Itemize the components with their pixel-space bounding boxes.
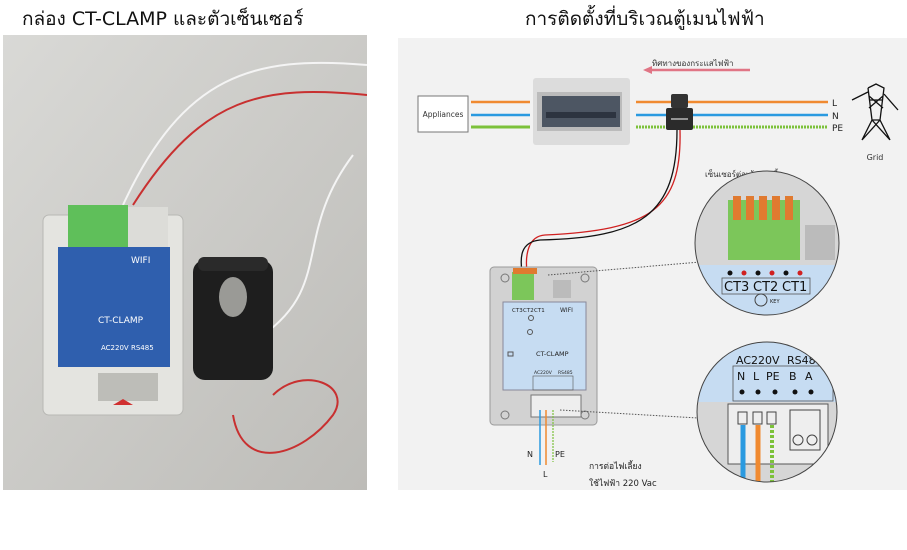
- device-ac-label: AC220V: [534, 370, 553, 376]
- ct-clamp-device: WIFI CT-CLAMP AC220V RS485: [42, 205, 184, 416]
- device-ct3: CT3: [512, 308, 523, 314]
- zoom-leader-top: [547, 261, 701, 276]
- wire-label-pe: PE: [555, 450, 565, 459]
- terminal-pe: PE: [766, 370, 780, 383]
- diagram-title: การติดตั้งที่บริเวณตู้เมนไฟฟ้า: [525, 8, 765, 30]
- zoom-ct3: CT3: [724, 280, 749, 295]
- line-label-n: N: [832, 112, 839, 122]
- ct-clamp-device-drawing: CT3 CT2 CT1 WIFI CT-CLAMP AC220V RS485: [489, 266, 598, 426]
- power-note-2: ใช้ไฟฟ้า 220 Vac: [589, 478, 657, 489]
- sensor-note: เซ็นเซอร์ต่อเข้าช่องนี้: [705, 168, 779, 179]
- photo-wifi-label: WIFI: [131, 256, 150, 266]
- ct-port-zoom-outline: [694, 170, 840, 316]
- photo-rs-label: RS485: [131, 344, 154, 352]
- zoom-ac-label: AC220V: [736, 354, 780, 367]
- photo-title: กล่อง CT-CLAMP และตัวเซ็นเซอร์: [22, 8, 304, 30]
- device-ct1: CT1: [534, 308, 545, 314]
- breaker-panel: [533, 78, 630, 145]
- line-label-l: L: [832, 99, 837, 109]
- terminal-b: B: [789, 370, 797, 383]
- power-note-1: การต่อไฟเลี้ยง: [589, 460, 642, 472]
- device-rs-label: RS485: [558, 370, 573, 376]
- grid-label: Grid: [867, 153, 884, 162]
- current-direction-label: ทิศทางของกระแสไฟฟ้า: [652, 59, 734, 68]
- ct-sensor-clamp: [193, 257, 273, 380]
- device-ct2: CT2: [523, 308, 534, 314]
- key-label: KEY: [770, 299, 780, 305]
- device-wifi: WIFI: [560, 307, 573, 314]
- photo-model-label: CT-CLAMP: [98, 316, 144, 326]
- appliances-box: [417, 95, 469, 133]
- sensor-cable-black: [520, 129, 678, 273]
- grid-tower-icon: [851, 83, 899, 141]
- zoom-ct1: CT1: [782, 280, 807, 295]
- sensor-cable-red: [525, 129, 681, 273]
- wire-label-n: N: [527, 450, 533, 459]
- photo-ac-label: AC220V: [101, 344, 129, 352]
- current-direction-arrow: [643, 66, 750, 74]
- terminal-l: L: [753, 370, 760, 383]
- zoom-leader-bottom: [559, 409, 699, 419]
- ct-clamp-sensor: [666, 94, 693, 130]
- terminal-n: N: [737, 370, 745, 383]
- appliances-label: Appliances: [423, 110, 464, 119]
- terminal-a: A: [805, 370, 813, 383]
- wire-label-l: L: [543, 470, 548, 479]
- zoom-rs-label: RS48: [787, 354, 816, 367]
- power-terminal-zoom: AC220V RS48 N L PE B A: [697, 342, 837, 482]
- device-photo: WIFI CT-CLAMP AC220V RS485: [3, 35, 367, 490]
- device-name: CT-CLAMP: [536, 350, 569, 358]
- line-label-pe: PE: [832, 124, 843, 134]
- power-terminal-zoom-outline: [696, 341, 838, 483]
- zoom-ct2: CT2: [753, 280, 778, 295]
